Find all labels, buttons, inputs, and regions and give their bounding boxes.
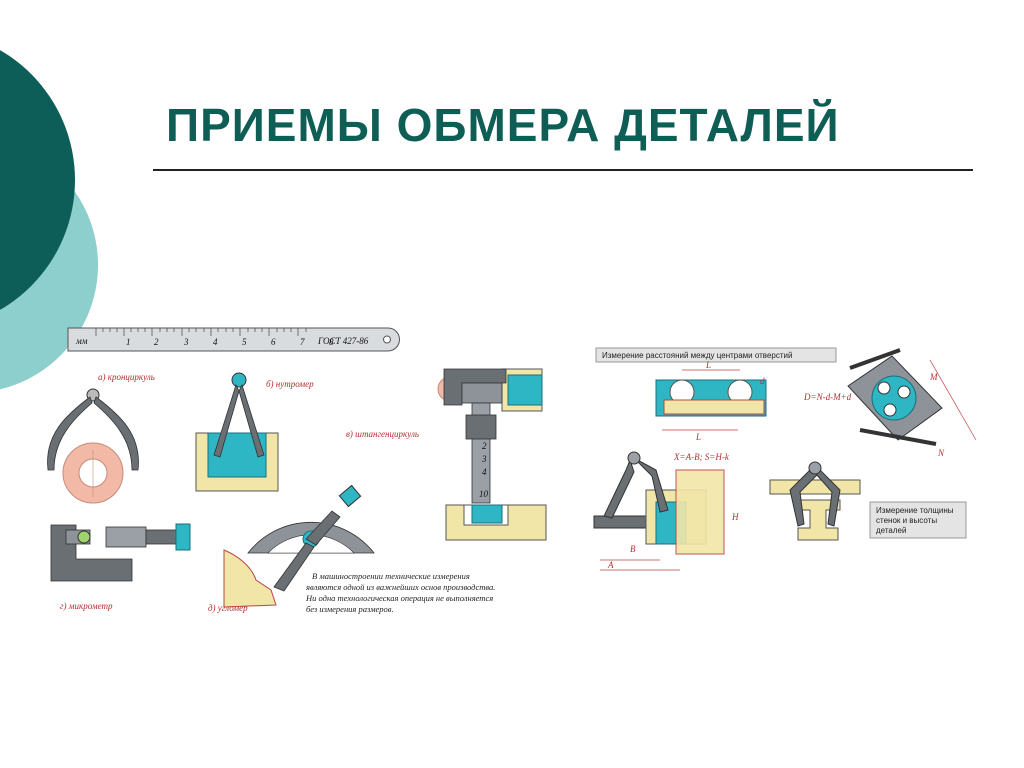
ruler-tick-2: 2	[154, 337, 159, 347]
slide-title: ПРИЕМЫ ОБМЕРА ДЕТАЛЕЙ	[166, 99, 840, 151]
ruler-tick-3: 3	[183, 337, 189, 347]
box-caption-3: деталей	[876, 526, 906, 535]
note-line-2: являются одной из важнейших основ произв…	[305, 582, 495, 592]
measuring-tools-figure: мм 1 2 3 4 5 6 7 8 ГОСТ 427-86 а) кронци…	[47, 327, 547, 614]
ruler: мм 1 2 3 4 5 6 7 8 ГОСТ 427-86	[67, 327, 400, 352]
dark-teal-circle	[0, 50, 75, 310]
label-d-top: d	[760, 376, 765, 386]
label-A: A	[607, 560, 614, 570]
thickness-figure	[769, 461, 861, 541]
label-calipers: а) кронциркуль	[98, 372, 155, 382]
ruler-tick-4: 4	[213, 337, 218, 347]
ruler-tick-1: 1	[126, 337, 131, 347]
inside-calipers-tool: б) нутромер	[195, 372, 314, 492]
decorative-circles	[0, 50, 98, 390]
caliper-scale-3: 3	[481, 454, 487, 464]
vernier-caliper-tool: 2 3 4 10 в) штангенциркуль	[346, 368, 547, 541]
ruler-tick-8: 8	[329, 337, 334, 347]
caliper-scale-2: 2	[482, 441, 487, 451]
label-N: N	[937, 448, 945, 458]
box-caption-1: Измерение толщины	[876, 506, 954, 515]
caption-box	[869, 501, 967, 539]
label-H: H	[731, 512, 739, 522]
title-underline	[153, 169, 973, 171]
label-protractor: д) угломер	[208, 603, 248, 613]
micrometer-tool: г) микрометр	[50, 523, 191, 611]
note-line-4: без измерения размеров.	[306, 604, 394, 614]
step-measurement-figure: X=A-B; S=H-k B A H	[593, 451, 739, 571]
label-micrometer: г) микрометр	[60, 601, 113, 611]
label-L-mid: L	[695, 432, 701, 442]
measurement-methods-figure: Измерение расстояний между центрами отве…	[593, 347, 977, 571]
caliper-scale-4: 4	[482, 467, 487, 477]
label-L-top: L	[705, 360, 711, 370]
formula-d: D=N-d-M+d	[803, 392, 852, 402]
protractor-tool: д) угломер	[208, 484, 375, 613]
label-B: B	[630, 544, 636, 554]
label-vernier: в) штангенциркуль	[346, 429, 419, 439]
ruler-standard: ГОСТ 427-86	[317, 336, 369, 346]
intro-note: В машиностроении технические измерения я…	[305, 571, 495, 614]
label-inside-calipers: б) нутромер	[266, 379, 314, 389]
label-M: M	[929, 372, 938, 382]
ruler-tick-5: 5	[242, 337, 247, 347]
note-line-1: В машиностроении технические измерения	[312, 571, 470, 581]
caliper-scale-10: 10	[479, 489, 489, 499]
note-line-3: Ни одна технологическая операция не выпо…	[305, 593, 493, 603]
caption-top: Измерение расстояний между центрами отве…	[602, 351, 792, 360]
caption-top-box	[595, 347, 837, 363]
ruler-unit: мм	[75, 336, 88, 346]
formula-x: X=A-B; S=H-k	[673, 452, 730, 462]
box-caption-2: стенок и высоты	[876, 516, 937, 525]
hole-distance-figure: L L d	[655, 360, 767, 442]
ruler-tick-6: 6	[271, 337, 276, 347]
ruler-tick-7: 7	[300, 337, 305, 347]
calipers-tool: а) кронциркуль	[47, 372, 155, 504]
plate-holes-figure: D=N-d-M+d N M	[803, 348, 977, 458]
